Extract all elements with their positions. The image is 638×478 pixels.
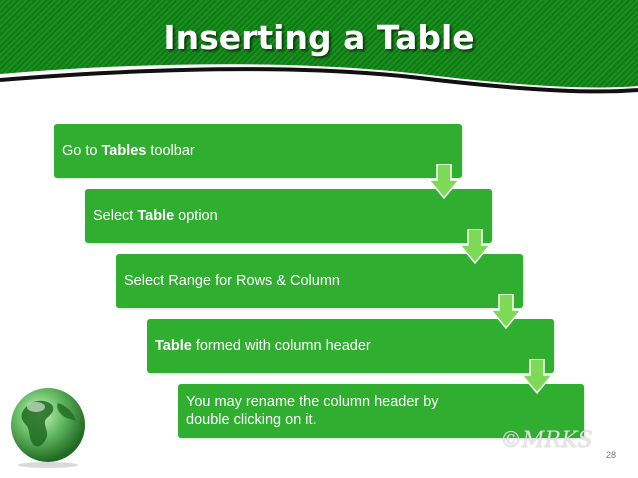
step-1-text: Go to Tables toolbar: [62, 143, 195, 159]
step-2: Select Table option: [85, 189, 492, 243]
step-4-text: Table formed with column header: [155, 338, 371, 354]
down-arrow-icon: [491, 294, 521, 330]
step-3-text: Select Range for Rows & Column: [124, 273, 340, 289]
header-curve: [0, 64, 638, 120]
step-5: You may rename the column header by doub…: [178, 384, 584, 438]
step-4: Table formed with column header: [147, 319, 554, 373]
page-number: 28: [606, 450, 617, 460]
slide-title: Inserting a Table: [163, 18, 475, 57]
step-5-text: You may rename the column header by doub…: [186, 394, 439, 428]
watermark: ©MRKS: [500, 428, 593, 453]
down-arrow-icon: [460, 229, 490, 265]
down-arrow-icon: [522, 359, 552, 395]
down-arrow-icon: [429, 164, 459, 200]
step-2-text: Select Table option: [93, 208, 218, 224]
step-1: Go to Tables toolbar: [54, 124, 462, 178]
globe-icon: [11, 388, 85, 468]
step-3: Select Range for Rows & Column: [116, 254, 523, 308]
